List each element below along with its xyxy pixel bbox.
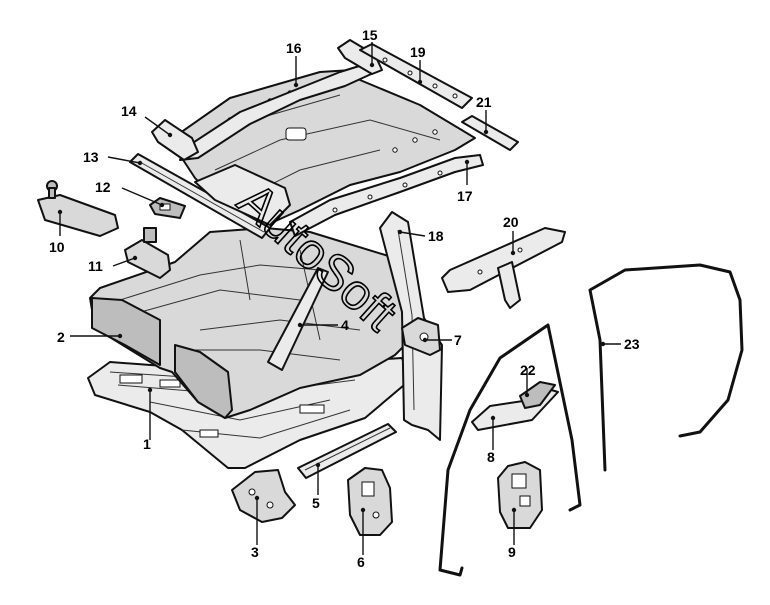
callout-16: 16 [286,40,302,56]
part-10-sun-visor [37,180,119,237]
part-9-bracket [497,461,543,529]
callout-11: 11 [88,258,103,274]
part-7-bracket [401,317,441,356]
callout-6: 6 [357,554,365,570]
part-6-bracket [347,467,393,536]
part-19-header-rail [359,43,473,109]
front-door-seal [438,323,582,577]
callout-8: 8 [487,449,495,465]
callout-2: 2 [57,329,65,345]
callout-7: 7 [454,332,462,348]
leader-lines [57,42,621,555]
callout-9: 9 [508,544,516,560]
part-17-windshield-header [289,154,484,237]
part-13-cross-member [129,153,271,239]
part-23-rear-door-seal [588,263,744,472]
callout-3: 3 [251,544,259,560]
callout-4: 4 [341,317,349,333]
callout-18: 18 [428,228,444,244]
callout-17: 17 [457,188,473,204]
part-12-dome-light [149,197,186,219]
callout-22: 22 [520,362,536,378]
part-21-rail [461,115,519,151]
part-5-rocker [297,423,397,479]
roof-front-bow [194,164,291,226]
callout-23: 23 [624,336,640,352]
callout-19: 19 [410,44,426,60]
part-22-hinge-detail [519,381,556,409]
main-floor-panel [89,227,411,419]
callout-14: 14 [121,103,137,119]
callout-12: 12 [95,179,111,195]
callout-15: 15 [362,27,378,43]
callout-20: 20 [503,214,519,230]
part-3-bracket [231,469,296,523]
callout-21: 21 [476,94,492,110]
part-4-pillar [267,267,329,371]
callout-1: 1 [143,436,151,452]
part-20-bow [441,227,566,309]
callout-5: 5 [312,495,320,511]
callout-13: 13 [83,149,99,165]
part-11-mirror [124,227,171,279]
callout-10: 10 [49,239,65,255]
callout-labels: 1 2 3 4 5 6 7 8 9 10 11 12 13 14 15 16 1… [49,27,640,570]
